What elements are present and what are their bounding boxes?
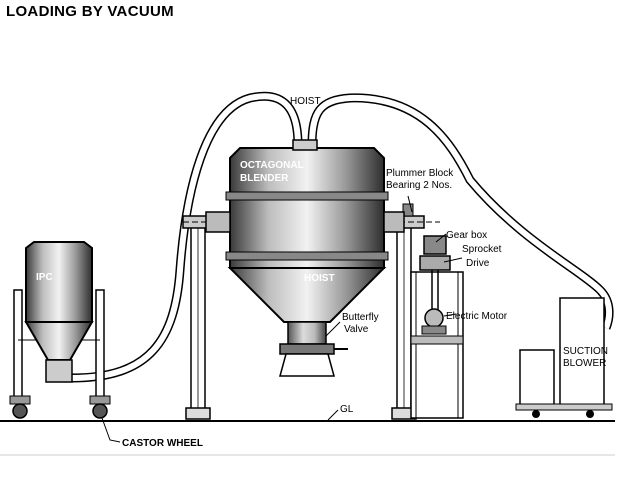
ipc-container bbox=[9, 241, 111, 419]
suction-blower bbox=[515, 297, 613, 418]
electric-motor bbox=[424, 308, 444, 328]
label-blender: BLENDER bbox=[240, 173, 289, 184]
leader-lines bbox=[101, 195, 463, 443]
diagram-title: LOADING BY VACUUM bbox=[6, 3, 174, 20]
octagonal-blender bbox=[205, 139, 405, 377]
label-blower: BLOWER bbox=[563, 358, 606, 369]
label-electric-motor: Electric Motor bbox=[446, 311, 508, 322]
label-octagonal: OCTAGONAL bbox=[240, 160, 304, 171]
vacuum-hose-right bbox=[307, 93, 614, 330]
label-valve: Valve bbox=[344, 324, 369, 335]
castor-wheel-left bbox=[12, 403, 28, 419]
label-hoist-body: HOIST bbox=[304, 273, 335, 284]
label-hoist-top: HOIST bbox=[290, 96, 321, 107]
label-suction: SUCTION bbox=[563, 346, 608, 357]
label-gear-box: Gear box bbox=[446, 230, 487, 241]
castor-wheel-right bbox=[92, 403, 108, 419]
drive-stand bbox=[410, 235, 464, 419]
label-drive: Drive bbox=[466, 258, 490, 269]
label-bearing-2-nos: Bearing 2 Nos. bbox=[386, 180, 452, 191]
vacuum-hose-left bbox=[71, 91, 303, 383]
label-butterfly: Butterfly bbox=[342, 312, 379, 323]
left-support-frame bbox=[182, 215, 228, 420]
label-castor-wheel: CASTOR WHEEL bbox=[122, 438, 203, 449]
label-ipc: IPC bbox=[36, 272, 53, 283]
label-sprocket: Sprocket bbox=[462, 244, 502, 255]
gear-box bbox=[423, 235, 447, 255]
label-plummer-block: Plummer Block bbox=[386, 168, 454, 179]
label-gl: GL bbox=[340, 404, 354, 415]
